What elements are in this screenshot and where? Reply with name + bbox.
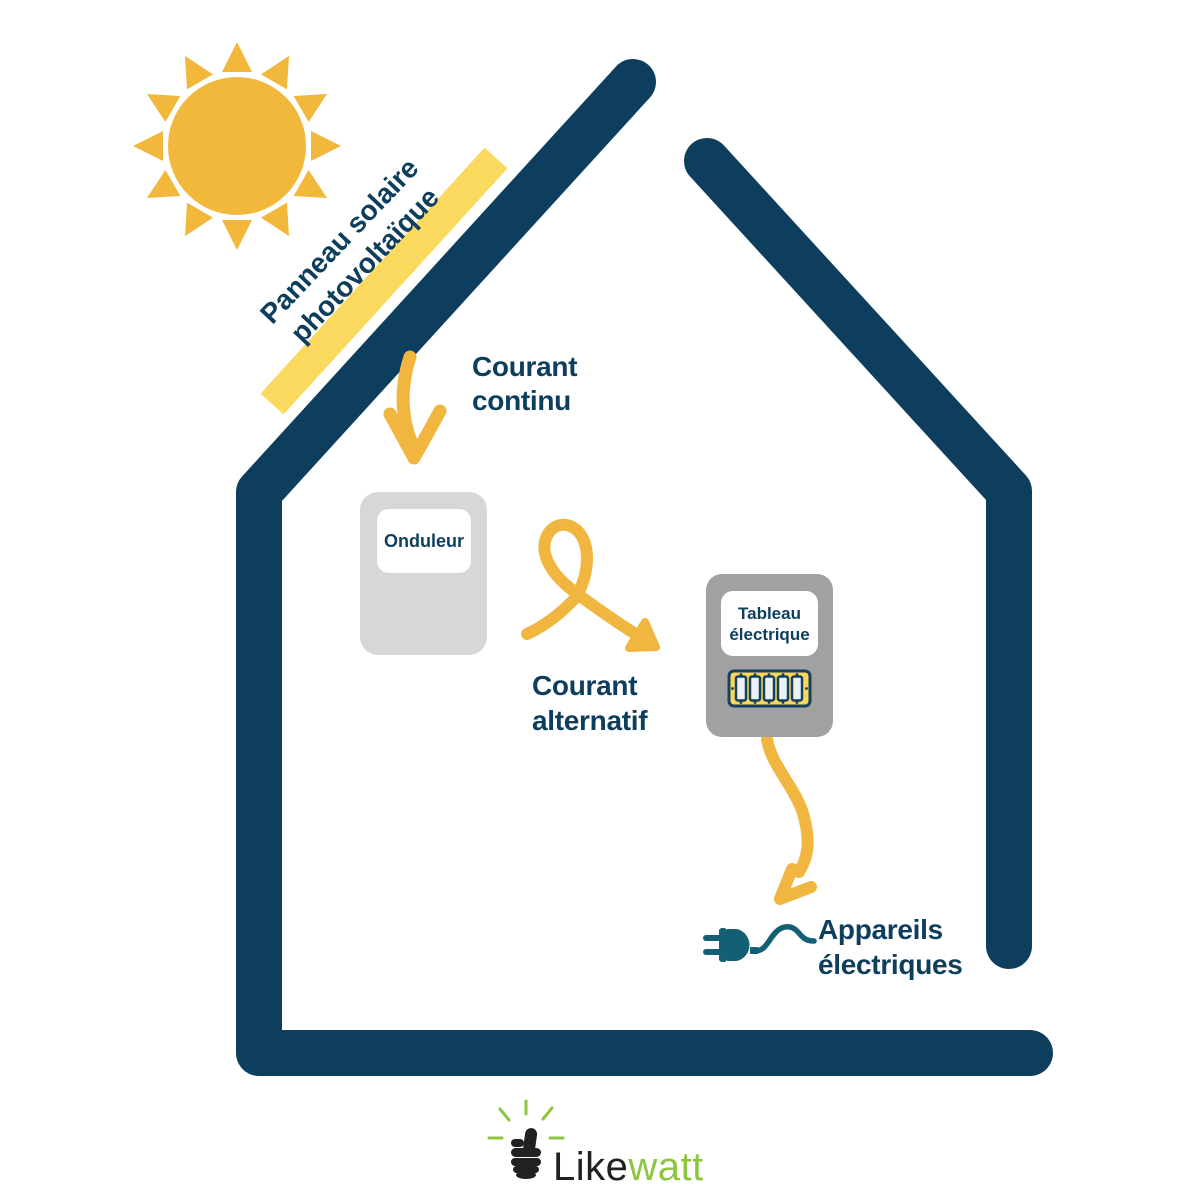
arrow-ac-icon: [521, 518, 660, 652]
lightbulb-logo-icon: [487, 1099, 565, 1179]
inverter-box: Onduleur: [360, 492, 487, 655]
ac-label-line2: alternatif: [532, 705, 648, 736]
logo-rays: [487, 1099, 565, 1140]
breaker-panel-icon: [727, 669, 812, 708]
ac-current-label: Courant alternatif: [532, 668, 648, 738]
appliances-label-line1: Appareils: [818, 914, 943, 945]
electrical-panel-label-line2: électrique: [729, 624, 810, 644]
appliances-label: Appareils électriques: [818, 912, 963, 982]
logo-watt-text: watt: [628, 1145, 704, 1189]
house-outline-left: [236, 59, 1053, 1076]
plug-icon: [703, 924, 817, 962]
electrical-panel-box: Tableau électrique: [706, 574, 833, 737]
arrow-panel-to-plug-icon: [761, 733, 817, 905]
solar-panel: [260, 147, 508, 415]
dc-label-line2: continu: [472, 385, 571, 416]
sun-icon: [133, 42, 341, 250]
appliances-label-line2: électriques: [818, 949, 963, 980]
house-outline-right: [684, 138, 1032, 969]
ac-label-line1: Courant: [532, 670, 638, 701]
dc-current-label: Courant continu: [472, 350, 578, 418]
logo-wordmark: Likewatt: [553, 1145, 704, 1190]
dc-label-line1: Courant: [472, 351, 578, 382]
arrow-dc-icon: [383, 350, 447, 465]
logo-thumb-bulb: [511, 1128, 541, 1179]
electrical-panel-label: Tableau électrique: [721, 591, 818, 656]
logo-like-text: Like: [553, 1145, 629, 1189]
electrical-panel-label-line1: Tableau: [738, 603, 801, 623]
inverter-label: Onduleur: [377, 509, 471, 573]
